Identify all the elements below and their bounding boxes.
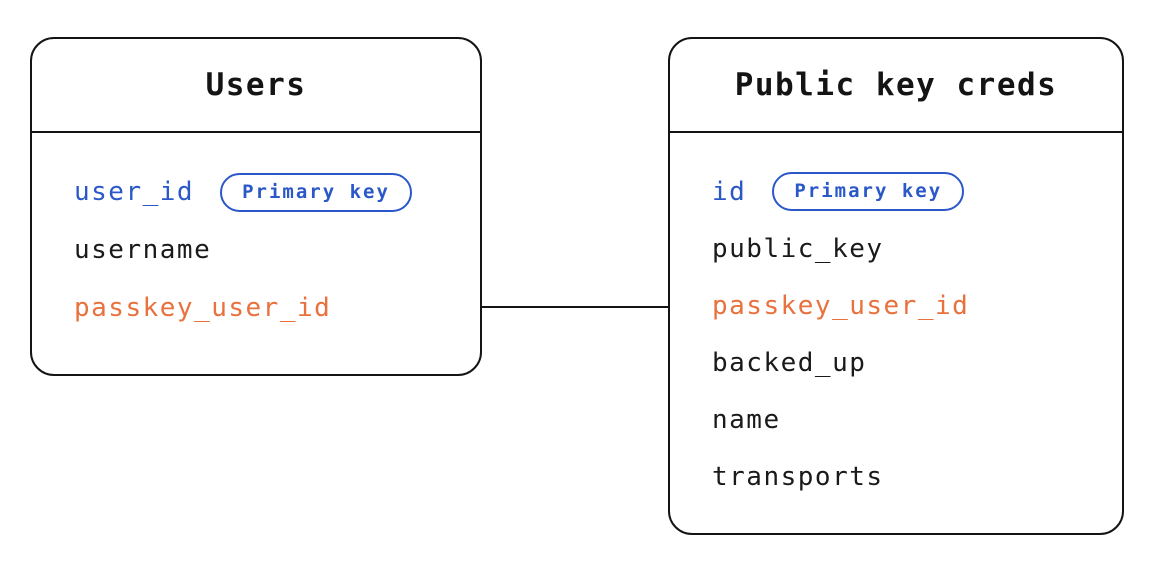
table-users-header: Users	[32, 39, 480, 133]
field-name-label: name	[712, 404, 781, 435]
field-public-key-label: public_key	[712, 233, 884, 264]
primary-key-badge: Primary key	[220, 172, 412, 212]
field-username-label: username	[74, 235, 212, 265]
relationship-line	[482, 306, 668, 308]
table-public-key-creds-fields: id Primary key public_key passkey_user_i…	[670, 133, 1122, 505]
table-public-key-creds: Public key creds id Primary key public_k…	[668, 37, 1124, 535]
field-username: username	[74, 221, 480, 279]
field-passkey-user-id-label: passkey_user_id	[712, 290, 970, 321]
field-transports-label: transports	[712, 461, 884, 492]
table-users: Users user_id Primary key username passk…	[30, 37, 482, 376]
primary-key-badge: Primary key	[772, 172, 965, 211]
field-backed-up: backed_up	[712, 334, 1122, 391]
field-user-id-label: user_id	[74, 177, 195, 207]
field-passkey-user-id: passkey_user_id	[712, 277, 1122, 334]
table-public-key-creds-header: Public key creds	[670, 39, 1122, 133]
table-users-title: Users	[205, 67, 307, 103]
field-transports: transports	[712, 448, 1122, 505]
field-passkey-user-id-label: passkey_user_id	[74, 293, 332, 323]
field-passkey-user-id: passkey_user_id	[74, 279, 480, 337]
field-id-label: id	[712, 176, 747, 207]
table-public-key-creds-title: Public key creds	[734, 67, 1058, 103]
field-name: name	[712, 391, 1122, 448]
field-public-key: public_key	[712, 220, 1122, 277]
field-backed-up-label: backed_up	[712, 347, 867, 378]
field-id: id Primary key	[712, 163, 1122, 220]
table-users-fields: user_id Primary key username passkey_use…	[32, 133, 480, 337]
field-user-id: user_id Primary key	[74, 163, 480, 221]
